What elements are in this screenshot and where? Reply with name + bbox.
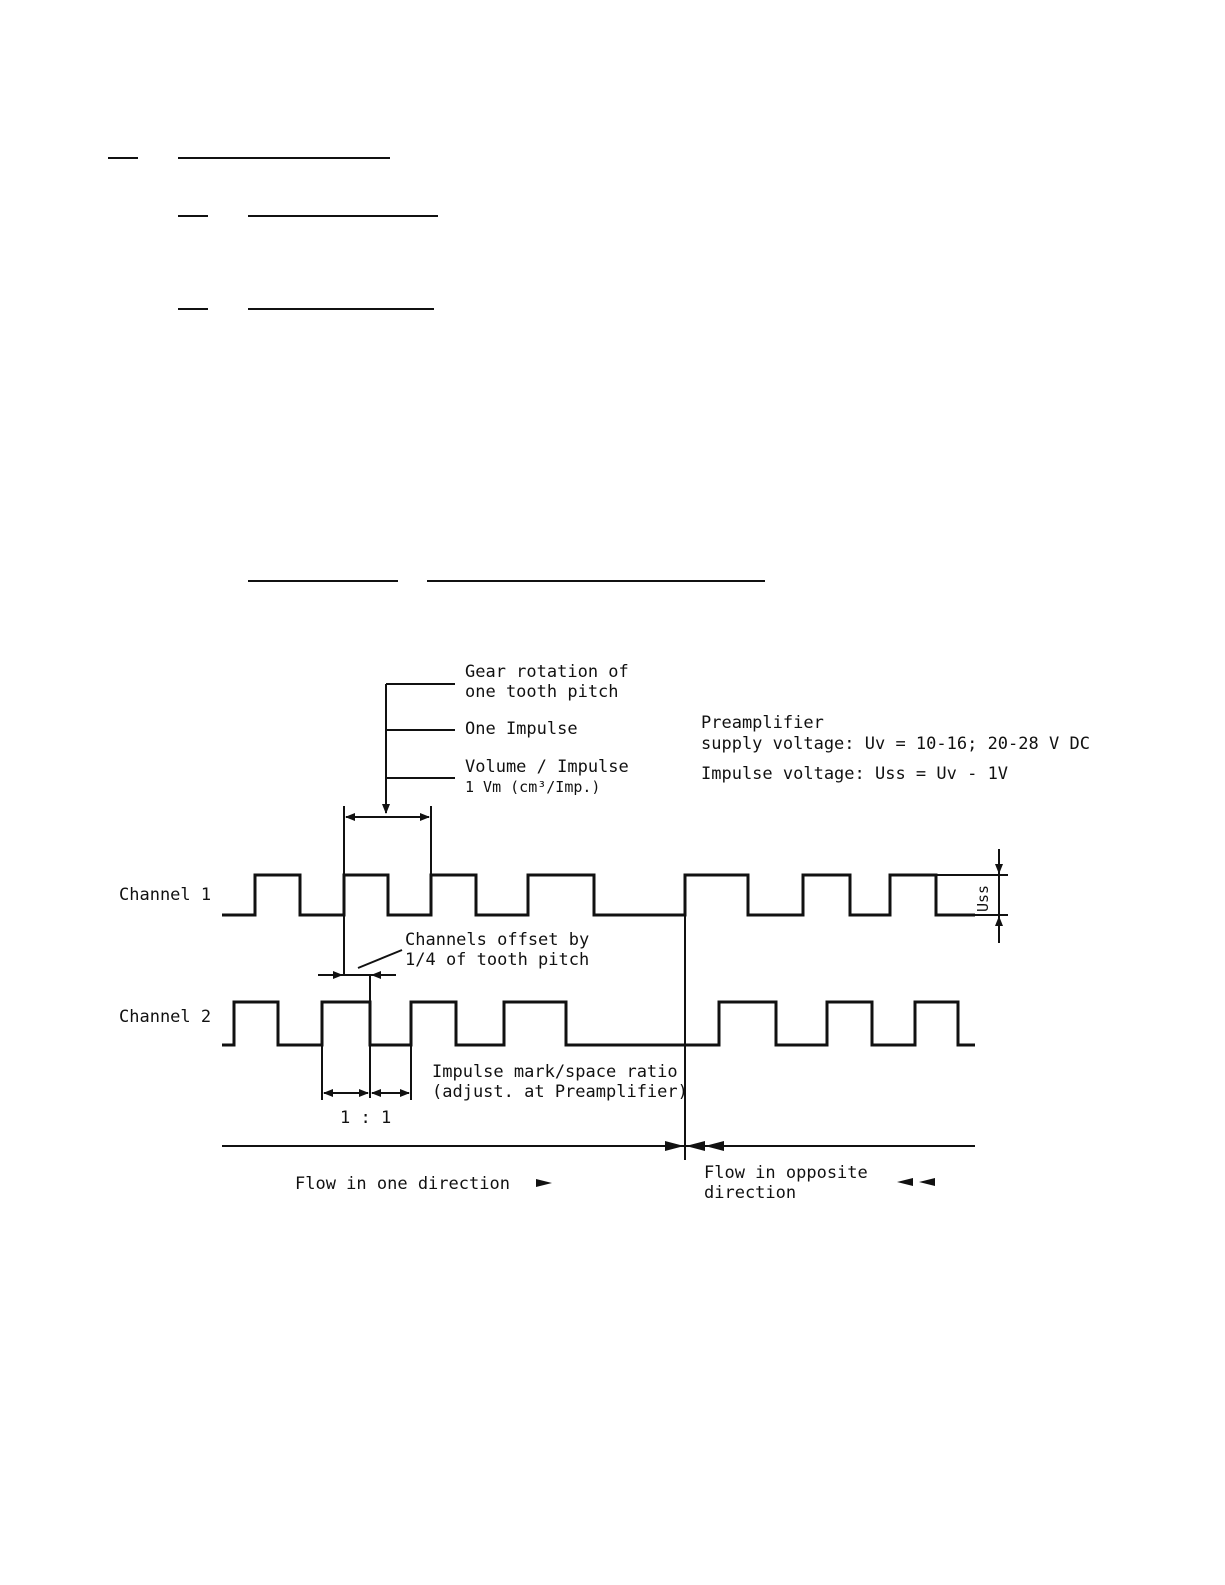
- offset-label-1: Channels offset by: [405, 930, 589, 950]
- preamplifier-label: Preamplifier: [701, 713, 824, 733]
- impulse-voltage-label: Impulse voltage: Uss = Uv - 1V: [701, 764, 1008, 784]
- heading-rule-1a: [108, 157, 138, 159]
- ratio-label-2: (adjust. at Preamplifier): [432, 1082, 688, 1102]
- ratio-label-1: Impulse mark/space ratio: [432, 1062, 678, 1082]
- flow-reverse-arrow-icon: [897, 1178, 935, 1186]
- offset-label-2: 1/4 of tooth pitch: [405, 950, 589, 970]
- volume-label-1: Volume / Impulse: [465, 757, 629, 777]
- channel1-label: Channel 1: [119, 885, 211, 905]
- heading-rule-4a: [248, 580, 398, 582]
- gear-rotation-label-1: Gear rotation of: [465, 662, 629, 682]
- flow-change-arrows: [665, 1141, 724, 1151]
- uss-label: Uss: [974, 885, 992, 912]
- flow-axis: [222, 875, 975, 1160]
- heading-rule-2a: [178, 215, 208, 217]
- gear-rotation-label-2: one tooth pitch: [465, 682, 619, 702]
- channel1-waveform: [222, 873, 975, 917]
- channel2-waveform: [222, 1000, 975, 1047]
- supply-voltage-label: supply voltage: Uv = 10-16; 20-28 V DC: [701, 734, 1090, 754]
- heading-rule-3b: [248, 308, 434, 310]
- callout-leaders: [382, 683, 455, 814]
- flow-reverse-label-2: direction: [704, 1183, 796, 1203]
- heading-rule-3a: [178, 308, 208, 310]
- ratio-dimension: [321, 1045, 412, 1100]
- heading-rule-4b: [427, 580, 765, 582]
- one-impulse-label: One Impulse: [465, 719, 578, 739]
- flow-reverse-label-1: Flow in opposite: [704, 1163, 868, 1183]
- heading-rule-1b: [178, 157, 390, 159]
- ratio-value-label: 1 : 1: [340, 1108, 391, 1128]
- flow-forward-label: Flow in one direction: [295, 1174, 510, 1194]
- flow-forward-arrow-icon: [536, 1179, 552, 1187]
- channel2-label: Channel 2: [119, 1007, 211, 1027]
- volume-label-2: 1 Vm (cm³/Imp.): [465, 778, 600, 796]
- offset-dimension: [318, 949, 403, 1098]
- heading-rule-2b: [248, 215, 438, 217]
- uss-dimension: [936, 849, 1008, 943]
